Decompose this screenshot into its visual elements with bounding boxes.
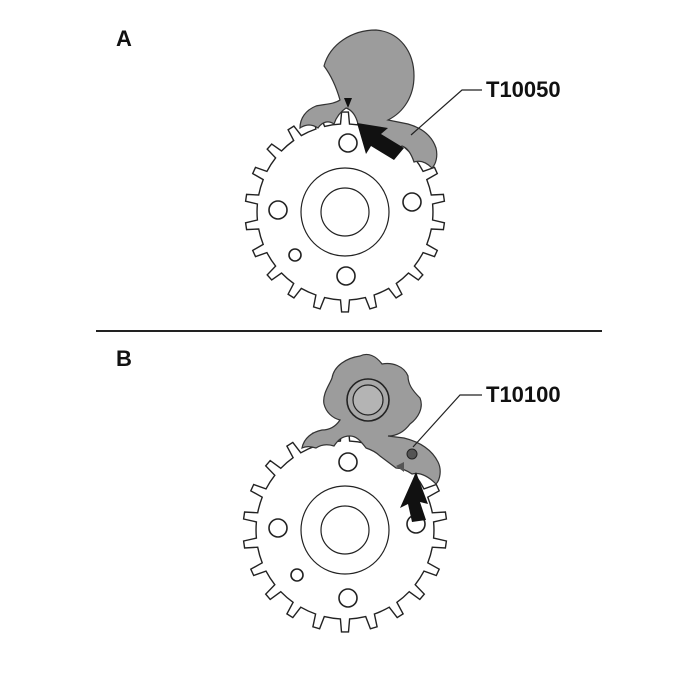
callout-b-label: T10100 (486, 382, 561, 407)
tool-t10100-marker (396, 462, 404, 472)
sprocket-a-small-hole (288, 248, 302, 262)
tool-t10050-body (299, 29, 438, 169)
sprocket-b-hub-ring (300, 485, 390, 575)
sprocket-a-bolt-hole (268, 200, 288, 220)
panel-b: B T10100 (116, 346, 561, 633)
sprocket-a-pin-hole (338, 133, 358, 153)
sprocket-a-bolt-hole (402, 192, 422, 212)
sprocket-b-bore (320, 505, 370, 555)
sprocket-b-small-hole (290, 568, 304, 582)
tool-t10100-pin (406, 448, 418, 460)
callout-a-label: T10050 (486, 77, 561, 102)
panel-a-letter: A (116, 26, 132, 51)
sprocket-b (242, 427, 448, 633)
sprocket-a-outline (244, 111, 446, 313)
tool-t10100 (301, 353, 441, 522)
sprocket-a-bore (320, 187, 370, 237)
sprocket-a-bolt-hole (336, 266, 356, 286)
callout-a-leader (410, 89, 482, 136)
sprocket-a (244, 111, 446, 313)
arrow-a-icon (357, 123, 404, 160)
tool-t10050 (299, 29, 438, 169)
panel-a: A T10050 (116, 26, 561, 313)
tool-t10100-knob-inner (352, 384, 384, 416)
callout-b-leader (412, 394, 482, 448)
sprocket-a-hub-ring (300, 167, 390, 257)
arrow-b-icon (400, 472, 428, 522)
sprocket-b-bolt-hole (338, 452, 358, 472)
sprocket-b-bolt-hole (268, 518, 288, 538)
panel-b-letter: B (116, 346, 132, 371)
sprocket-b-bolt-hole (338, 588, 358, 608)
tool-t10050-marker (344, 98, 352, 108)
